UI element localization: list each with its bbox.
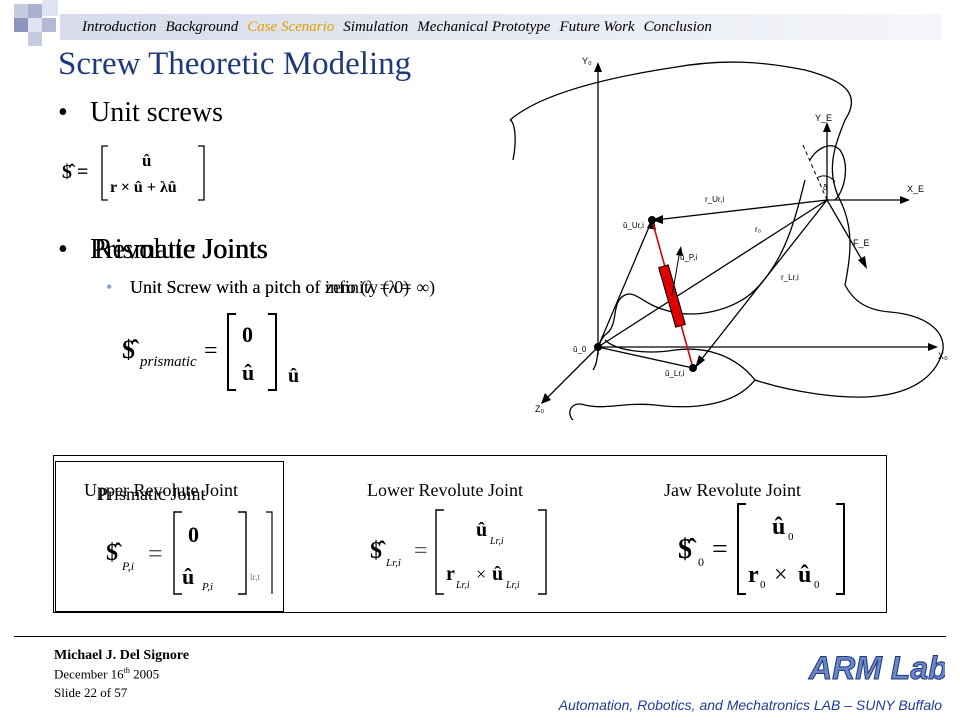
footer-date-post: 2005 [129,666,160,682]
footer-date: December 16th 2005 [54,666,159,682]
svg-text:lr,t: lr,t [250,572,260,582]
svg-text:$̂ =: $̂ = [62,161,88,183]
svg-text:r₀: r₀ [755,225,761,234]
nav-item-mechanical-prototype[interactable]: Mechanical Prototype [417,18,551,35]
svg-text:r: r [446,563,455,585]
svg-text:Lr,i: Lr,i [385,557,401,569]
svg-text:=: = [204,338,218,364]
svg-text:δ: δ [823,183,828,192]
svg-text:r_Ur,i: r_Ur,i [705,195,724,204]
label-upper-revolute-joint: Upper Revolute Joint [84,480,238,500]
unit-screw-equation: $̂ = û r × û + λû [62,145,205,201]
bullet-unit-screws-text: Unit screws [90,97,223,128]
svg-text:û: û [798,562,811,588]
svg-text:0: 0 [698,555,704,569]
nav-item-background[interactable]: Background [165,18,239,35]
svg-text:û: û [242,360,254,385]
svg-text:r × û + λû: r × û + λû [110,179,177,196]
label-prismatic-joint: Prismatic Joint [98,484,206,504]
lab-name: Automation, Robotics, and Mechatronics L… [558,697,942,713]
nav-item-simulation[interactable]: Simulation [343,18,409,35]
slide-title: Screw Theoretic Modeling [58,46,412,82]
svg-text:$̂: $̂ [678,534,697,565]
svg-text:X_E: X_E [907,184,924,194]
svg-text:0: 0 [814,579,820,591]
svg-text:û: û [492,563,503,585]
svg-text:Y₀: Y₀ [582,56,592,66]
joint-screws-panel [53,455,887,613]
svg-text:0: 0 [242,322,253,347]
svg-text:r_Lr,i: r_Lr,i [781,273,799,282]
svg-text:Y_E: Y_E [815,113,832,123]
svg-text:û: û [142,151,151,170]
label-lower-revolute-joint: Lower Revolute Joint [367,480,523,500]
bullet-revolute-joints-text: Revolute Joints [94,234,268,265]
svg-text:=: = [414,538,428,564]
svg-text:Lr,i: Lr,i [489,536,504,547]
sub-bullet-infinity-text: Unit Screw with a pitch of infinity (λ =… [130,277,436,297]
footer-author: Michael J. Del Signore [54,648,190,663]
svg-text:0: 0 [760,579,766,591]
section-nav: Introduction Background Case Scenario Si… [60,14,942,40]
upper-joint-frame [55,461,284,612]
svg-text:û_Lr,i: û_Lr,i [665,369,685,378]
svg-text:û: û [288,365,299,387]
svg-text:r: r [748,562,759,588]
nav-item-case-scenario[interactable]: Case Scenario [247,18,335,35]
svg-text:û_P,i: û_P,i [680,253,697,262]
footer-date-sup: th [123,666,130,675]
nav-item-future-work[interactable]: Future Work [559,18,635,35]
nav-item-introduction[interactable]: Introduction [82,18,157,35]
sub-bullet-zero-text: Unit Screw with a pitch of zero (λ = 0) [130,277,410,297]
svg-text:P,i: P,i [201,581,213,593]
jaw-diagram: Y₀ X₀ Z₀ Y_E X_E F_E δ r_Ur,i r_Lr,i r₀ … [509,56,948,420]
svg-text:×: × [476,564,486,584]
label-jaw-revolute-joint: Jaw Revolute Joint [664,480,801,500]
svg-text:=: = [712,534,728,565]
svg-text:$̂: $̂ [106,540,122,566]
svg-text:prismatic: prismatic [139,354,197,370]
svg-text:0: 0 [188,522,199,547]
footer-slide-number: Slide 22 of 57 [54,685,128,700]
prismatic-screw-equation: $̂ prismatic = 0 û û [122,313,299,391]
nav-item-conclusion[interactable]: Conclusion [643,18,712,35]
footer-date-pre: December 16 [54,666,124,682]
svg-text:$̂: $̂ [370,538,386,564]
svg-text:Lr,i: Lr,i [455,580,470,591]
bullet-unit-screws: •Unit screws [58,97,223,128]
prismatic-joint-equation: $̂ P,i = 0 û P,i lr,t [106,511,273,595]
bullet-joints: • [58,234,68,265]
sub-bullet: • [106,277,113,297]
footer-divider [14,636,946,637]
svg-text:û_0: û_0 [573,345,587,354]
svg-text:û: û [772,514,785,540]
lower-revolute-joint-equation: $̂ Lr,i = û Lr,i r Lr,i × û Lr,i [370,509,547,595]
svg-text:Lr,i: Lr,i [505,580,520,591]
arm-lab-logo: ARM Lab [808,650,946,687]
svg-text:P,i: P,i [121,559,134,573]
svg-text:X₀: X₀ [938,351,948,361]
svg-text:Z₀: Z₀ [535,404,544,414]
svg-text:$̂: $̂ [122,335,140,364]
svg-text:û: û [182,564,194,589]
jaw-revolute-joint-equation: $̂ 0 = û 0 r 0 × û 0 [678,503,845,595]
svg-text:ARM Lab: ARM Lab [808,650,945,686]
svg-text:=: = [148,539,163,568]
svg-text:×: × [774,562,788,588]
bullet-prismatic-joints-text: Prismatic Joints [90,234,269,265]
svg-text:û: û [476,519,487,541]
svg-text:F_E: F_E [853,238,870,248]
svg-text:0: 0 [788,531,794,543]
svg-text:û_Ur,i: û_Ur,i [623,221,644,230]
